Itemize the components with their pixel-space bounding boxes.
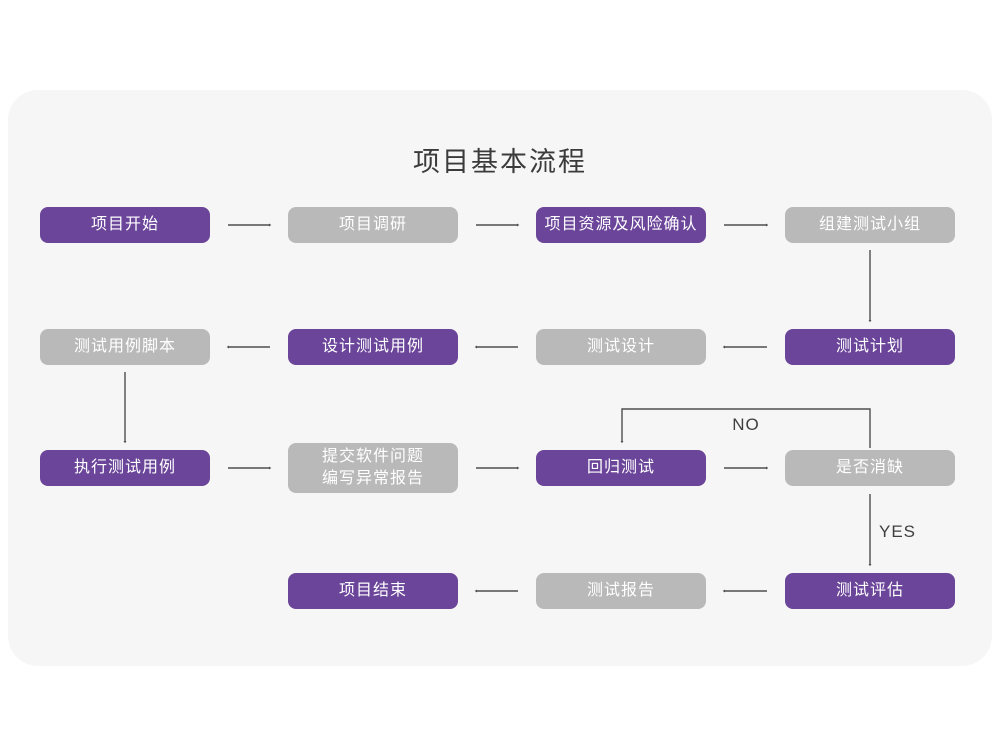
flow-node-test-evaluate: 测试评估 <box>785 573 955 609</box>
flow-node-project-end: 项目结束 <box>288 573 458 609</box>
flowchart-title: 项目基本流程 <box>413 147 587 177</box>
flow-node-test-plan: 测试计划 <box>785 329 955 365</box>
flow-node-design-cases: 设计测试用例 <box>288 329 458 365</box>
flowchart-card: 项目基本流程 <box>8 90 992 666</box>
flow-node-execute-cases: 执行测试用例 <box>40 450 210 486</box>
flow-node-test-design: 测试设计 <box>536 329 706 365</box>
flow-node-defect-cleared: 是否消缺 <box>785 450 955 486</box>
flow-node-build-team: 组建测试小组 <box>785 207 955 243</box>
flow-node-regression-test: 回归测试 <box>536 450 706 486</box>
flow-node-project-start: 项目开始 <box>40 207 210 243</box>
flow-node-case-script: 测试用例脚本 <box>40 329 210 365</box>
edge-label-yes: YES <box>879 522 917 541</box>
flow-node-project-research: 项目调研 <box>288 207 458 243</box>
flow-node-resource-risk: 项目资源及风险确认 <box>536 207 706 243</box>
flow-node-test-report: 测试报告 <box>536 573 706 609</box>
flow-node-issue-report: 提交软件问题 编写异常报告 <box>288 443 458 493</box>
edge-label-no: NO <box>732 415 760 434</box>
